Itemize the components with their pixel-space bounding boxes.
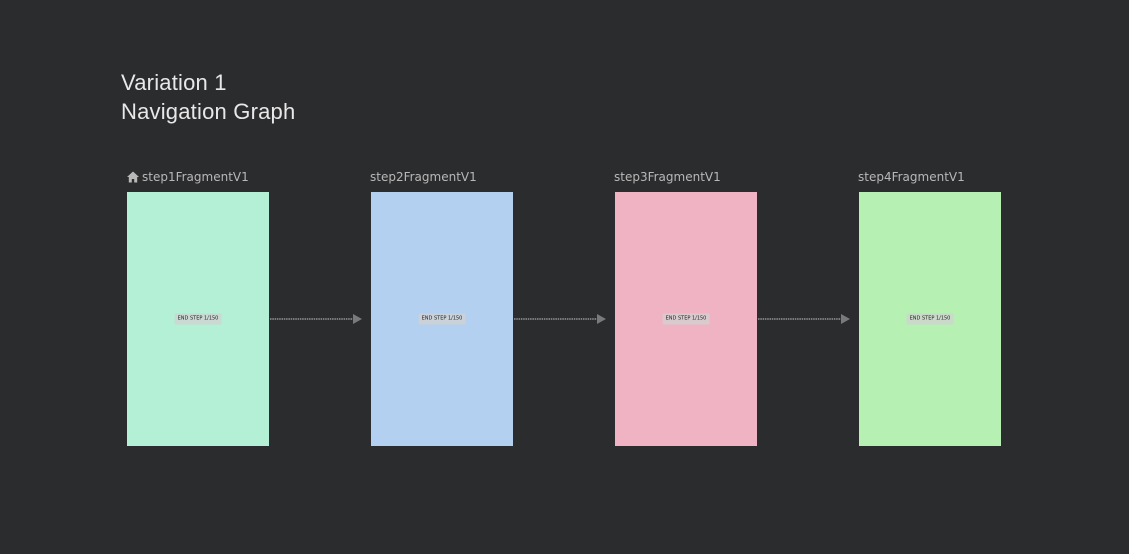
end-step-button: END STEP 1/150 [662, 313, 710, 325]
graph-title-line2: Navigation Graph [121, 99, 296, 124]
destination-id: step4FragmentV1 [858, 170, 965, 184]
fragment-step1[interactable]: END STEP 1/150 [127, 192, 269, 446]
fragment-step3[interactable]: END STEP 1/150 [615, 192, 757, 446]
end-step-button: END STEP 1/150 [418, 313, 466, 325]
action-arrow-step2-to-step3[interactable] [514, 313, 606, 325]
destination-label-step3[interactable]: step3FragmentV1 [614, 169, 721, 185]
action-arrow-step1-to-step2[interactable] [270, 313, 362, 325]
destination-label-step1[interactable]: step1FragmentV1 [126, 169, 249, 185]
fragment-step4[interactable]: END STEP 1/150 [859, 192, 1001, 446]
destination-id: step2FragmentV1 [370, 170, 477, 184]
home-icon [126, 170, 140, 184]
end-step-button: END STEP 1/150 [906, 313, 954, 325]
fragment-step2[interactable]: END STEP 1/150 [371, 192, 513, 446]
destination-id: step3FragmentV1 [614, 170, 721, 184]
destination-id: step1FragmentV1 [142, 170, 249, 184]
action-arrow-step3-to-step4[interactable] [758, 313, 850, 325]
destination-label-step2[interactable]: step2FragmentV1 [370, 169, 477, 185]
destination-label-step4[interactable]: step4FragmentV1 [858, 169, 965, 185]
graph-title-line1: Variation 1 [121, 70, 227, 95]
end-step-button: END STEP 1/150 [174, 313, 222, 325]
graph-title: Variation 1 Navigation Graph [121, 68, 295, 126]
